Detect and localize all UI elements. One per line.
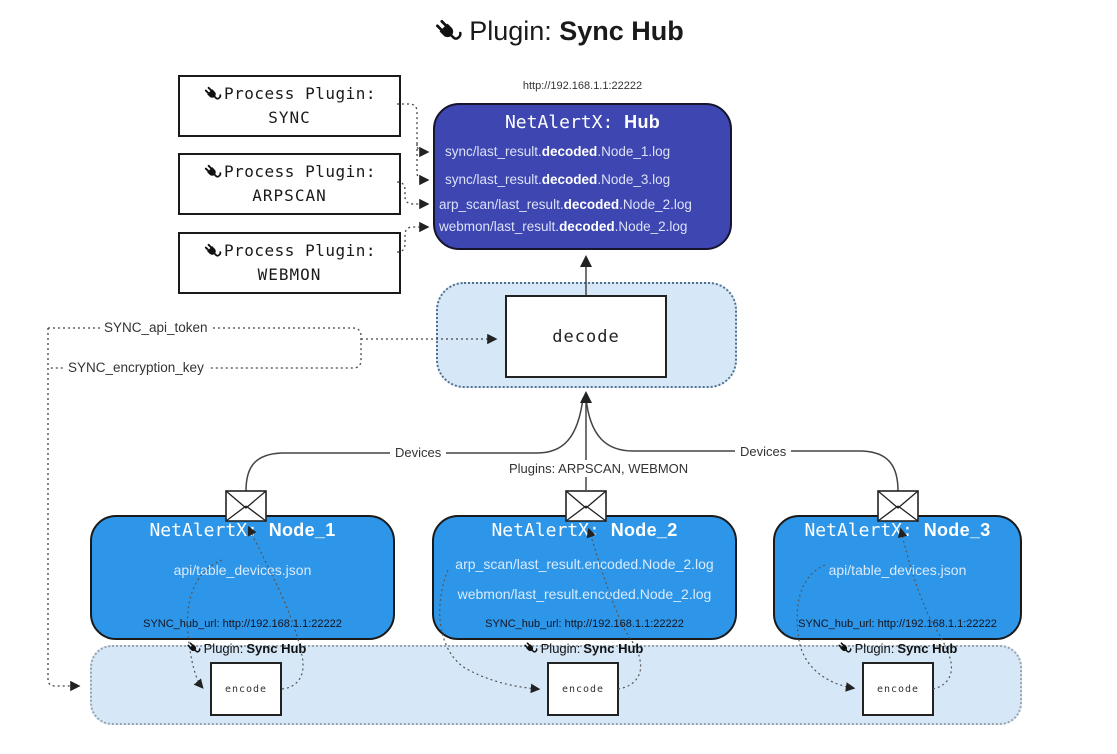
plug-icon bbox=[204, 243, 222, 257]
decode-box: decode bbox=[505, 295, 667, 378]
hub-url-label: http://192.168.1.1:22222 bbox=[522, 80, 643, 92]
process-plugin-webmon-box: Process Plugin: WEBMON bbox=[178, 232, 401, 294]
process-plugin-name: SYNC bbox=[268, 108, 311, 127]
node1-line: api/table_devices.json bbox=[173, 562, 312, 578]
hub-log-line: arp_scan/last_result.decoded.Node_2.log bbox=[439, 197, 692, 212]
devices-left-label: Devices bbox=[390, 444, 447, 461]
plug-icon bbox=[204, 86, 222, 100]
process-plugin-arpscan-box: Process Plugin: ARPSCAN bbox=[178, 153, 401, 215]
node3-hub-url: SYNC_hub_url: http://192.168.1.1:22222 bbox=[798, 618, 997, 630]
node2-line: webmon/last_result.encoded.Node_2.log bbox=[457, 586, 712, 602]
hub-log-line: webmon/last_result.decoded.Node_2.log bbox=[439, 219, 688, 234]
hub-log-line: sync/last_result.decoded.Node_3.log bbox=[445, 172, 671, 187]
node3-line: api/table_devices.json bbox=[828, 562, 967, 578]
plug-icon bbox=[204, 164, 222, 178]
process-plugin-name: WEBMON bbox=[257, 265, 322, 284]
encode3-plugin-label: Plugin: Sync Hub bbox=[812, 641, 982, 656]
hub-box bbox=[433, 103, 732, 250]
plugins-center-label: Plugins: ARPSCAN, WEBMON bbox=[504, 460, 694, 477]
process-plugin-label: Process Plugin: bbox=[224, 84, 376, 103]
edge-sync-to-hub-2 bbox=[416, 144, 430, 186]
node1-box bbox=[90, 515, 395, 640]
sync-api-token-label: SYNC_api_token bbox=[100, 319, 212, 336]
plug-icon bbox=[436, 19, 462, 40]
node3-title: NetAlertX: Node_3 bbox=[804, 520, 991, 541]
plug-icon bbox=[524, 642, 538, 653]
page-title: Plugin: Sync Hub bbox=[0, 16, 1117, 47]
encode1-plugin-label: Plugin: Sync Hub bbox=[161, 641, 331, 656]
process-plugin-sync-box: Process Plugin: SYNC bbox=[178, 75, 401, 137]
node1-hub-url: SYNC_hub_url: http://192.168.1.1:22222 bbox=[143, 618, 342, 630]
edge-sync-to-hub-1 bbox=[397, 103, 430, 158]
edge-webmon-to-hub bbox=[396, 221, 430, 253]
plug-icon bbox=[838, 642, 852, 653]
node2-hub-url: SYNC_hub_url: http://192.168.1.1:22222 bbox=[485, 618, 684, 630]
node2-line: arp_scan/last_result.encoded.Node_2.log bbox=[455, 556, 714, 572]
hub-log-line: sync/last_result.decoded.Node_1.log bbox=[445, 144, 671, 159]
edge-arpscan-to-hub bbox=[396, 181, 430, 210]
sync-encryption-key-label: SYNC_encryption_key bbox=[64, 359, 208, 376]
process-plugin-name: ARPSCAN bbox=[252, 186, 327, 205]
hub-title: NetAlertX: Hub bbox=[504, 112, 661, 133]
node1-title: NetAlertX: Node_1 bbox=[149, 520, 336, 541]
encode2-box: encode bbox=[547, 662, 619, 716]
encode2-plugin-label: Plugin: Sync Hub bbox=[498, 641, 668, 656]
process-plugin-label: Process Plugin: bbox=[224, 241, 376, 260]
process-plugin-label: Process Plugin: bbox=[224, 162, 376, 181]
node2-title: NetAlertX: Node_2 bbox=[491, 520, 678, 541]
edge-keys-to-encode-panel bbox=[47, 328, 81, 692]
title-text: Plugin: Sync Hub bbox=[469, 16, 684, 46]
encode1-box: encode bbox=[210, 662, 282, 716]
devices-right-label: Devices bbox=[735, 443, 792, 460]
encode3-box: encode bbox=[862, 662, 934, 716]
plug-icon bbox=[187, 642, 201, 653]
